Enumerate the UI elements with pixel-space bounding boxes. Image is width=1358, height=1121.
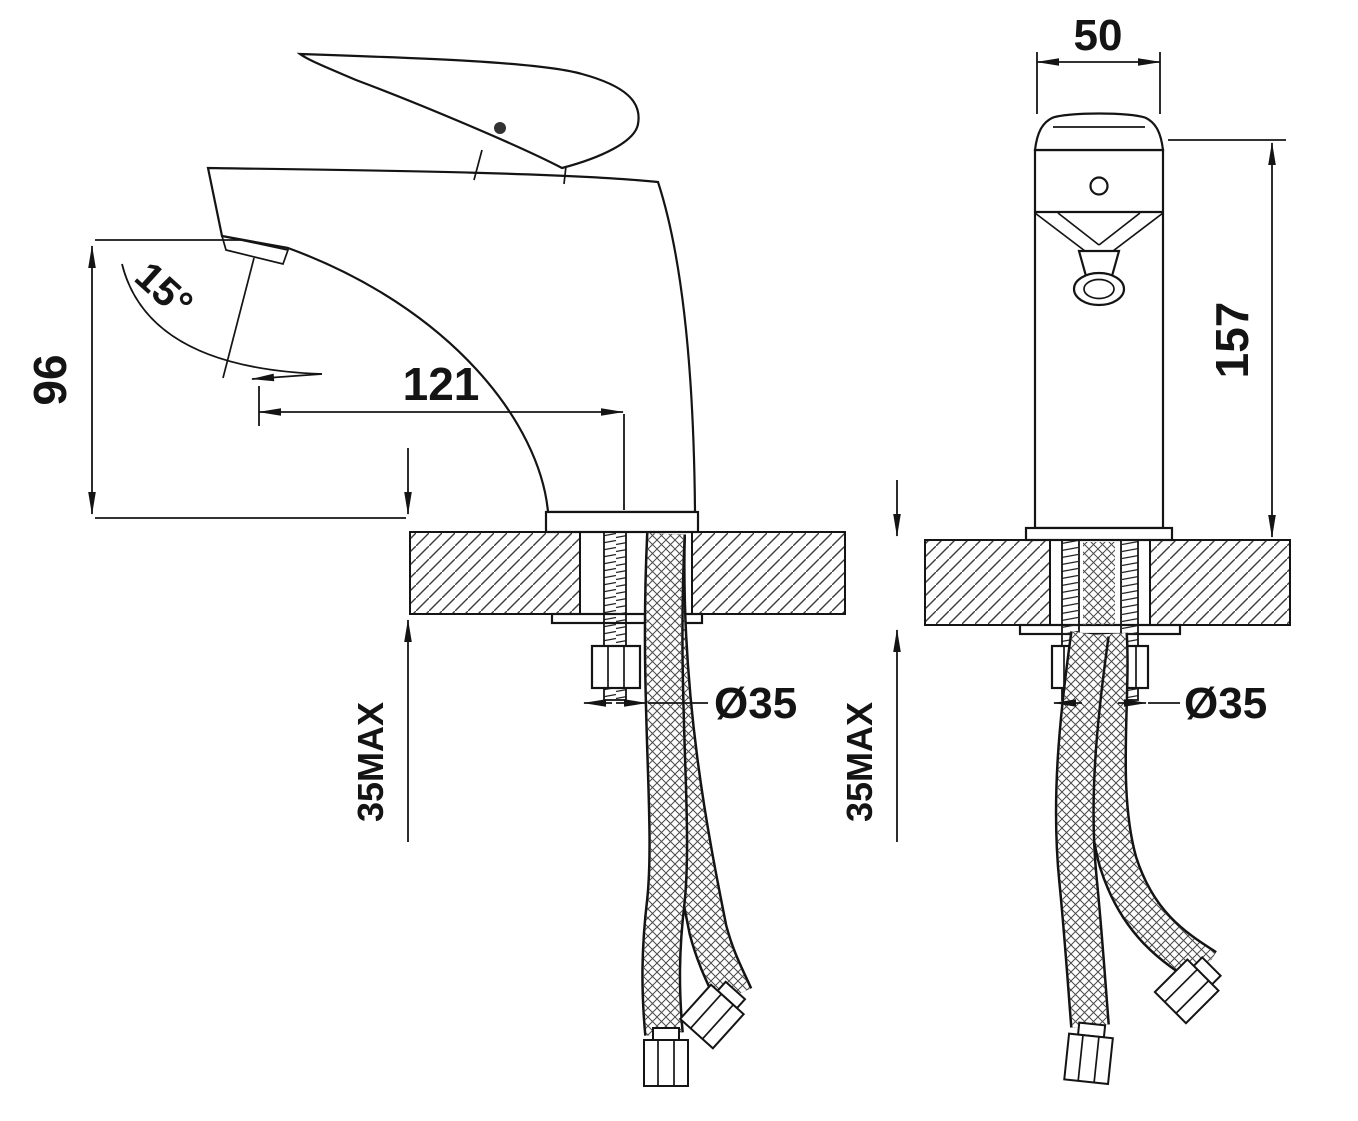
side-fixing-nut (590, 644, 642, 690)
front-hose-nut-bottom (1063, 1020, 1116, 1085)
side-handle-screw (494, 122, 506, 134)
front-dimensions: 50 157 35MAX Ø35 (839, 11, 1286, 842)
front-handle-screw (1089, 176, 1109, 196)
front-aerator-opening (1083, 278, 1115, 300)
side-faucet (206, 52, 700, 534)
front-hose-left (1054, 631, 1110, 1028)
front-handle-cap (1033, 112, 1165, 152)
front-faucet-column (1033, 148, 1165, 530)
side-water-stream-line (222, 257, 255, 379)
side-aerator (220, 234, 290, 266)
dim-spout-angle: 15° (126, 254, 200, 327)
side-base-flange (544, 510, 700, 534)
dim-body-width: 50 (1074, 11, 1123, 60)
front-hose-right (1086, 632, 1217, 985)
dim-deck-thickness-front: 35MAX (839, 702, 880, 822)
front-faucet (1024, 112, 1174, 542)
front-base-flange (1024, 526, 1174, 542)
front-view: 50 157 35MAX Ø35 (839, 11, 1291, 1085)
side-countertop (409, 531, 846, 615)
side-handle-lever (296, 52, 640, 170)
side-hose-nut-bottom (643, 1027, 689, 1087)
dim-hole-diameter-side: Ø35 (714, 679, 797, 728)
front-countertop (924, 539, 1291, 626)
front-counter-right-slab (1149, 539, 1291, 626)
dim-body-height: 157 (1206, 302, 1258, 379)
side-washer (550, 612, 704, 625)
dim-deck-thickness-side: 35MAX (350, 702, 391, 822)
front-hose-in-hole (1083, 542, 1115, 625)
side-hose-left (641, 533, 689, 1036)
dim-spout-reach: 121 (403, 358, 480, 410)
front-counter-left-slab (924, 539, 1051, 626)
side-counter-right-slab (691, 531, 846, 615)
front-washer (1018, 623, 1182, 636)
side-faucet-body (206, 166, 697, 514)
side-counter-left-slab (409, 531, 581, 615)
dim-hole-diameter-front: Ø35 (1184, 679, 1267, 728)
front-supply-hoses (1054, 631, 1228, 1085)
angle-arc (121, 263, 323, 375)
side-supply-hoses (641, 533, 753, 1087)
dim-spout-height: 96 (24, 354, 76, 405)
front-aerator-ring (1072, 271, 1126, 307)
side-view: 15° 96 121 35MAX Ø35 (24, 52, 846, 1087)
